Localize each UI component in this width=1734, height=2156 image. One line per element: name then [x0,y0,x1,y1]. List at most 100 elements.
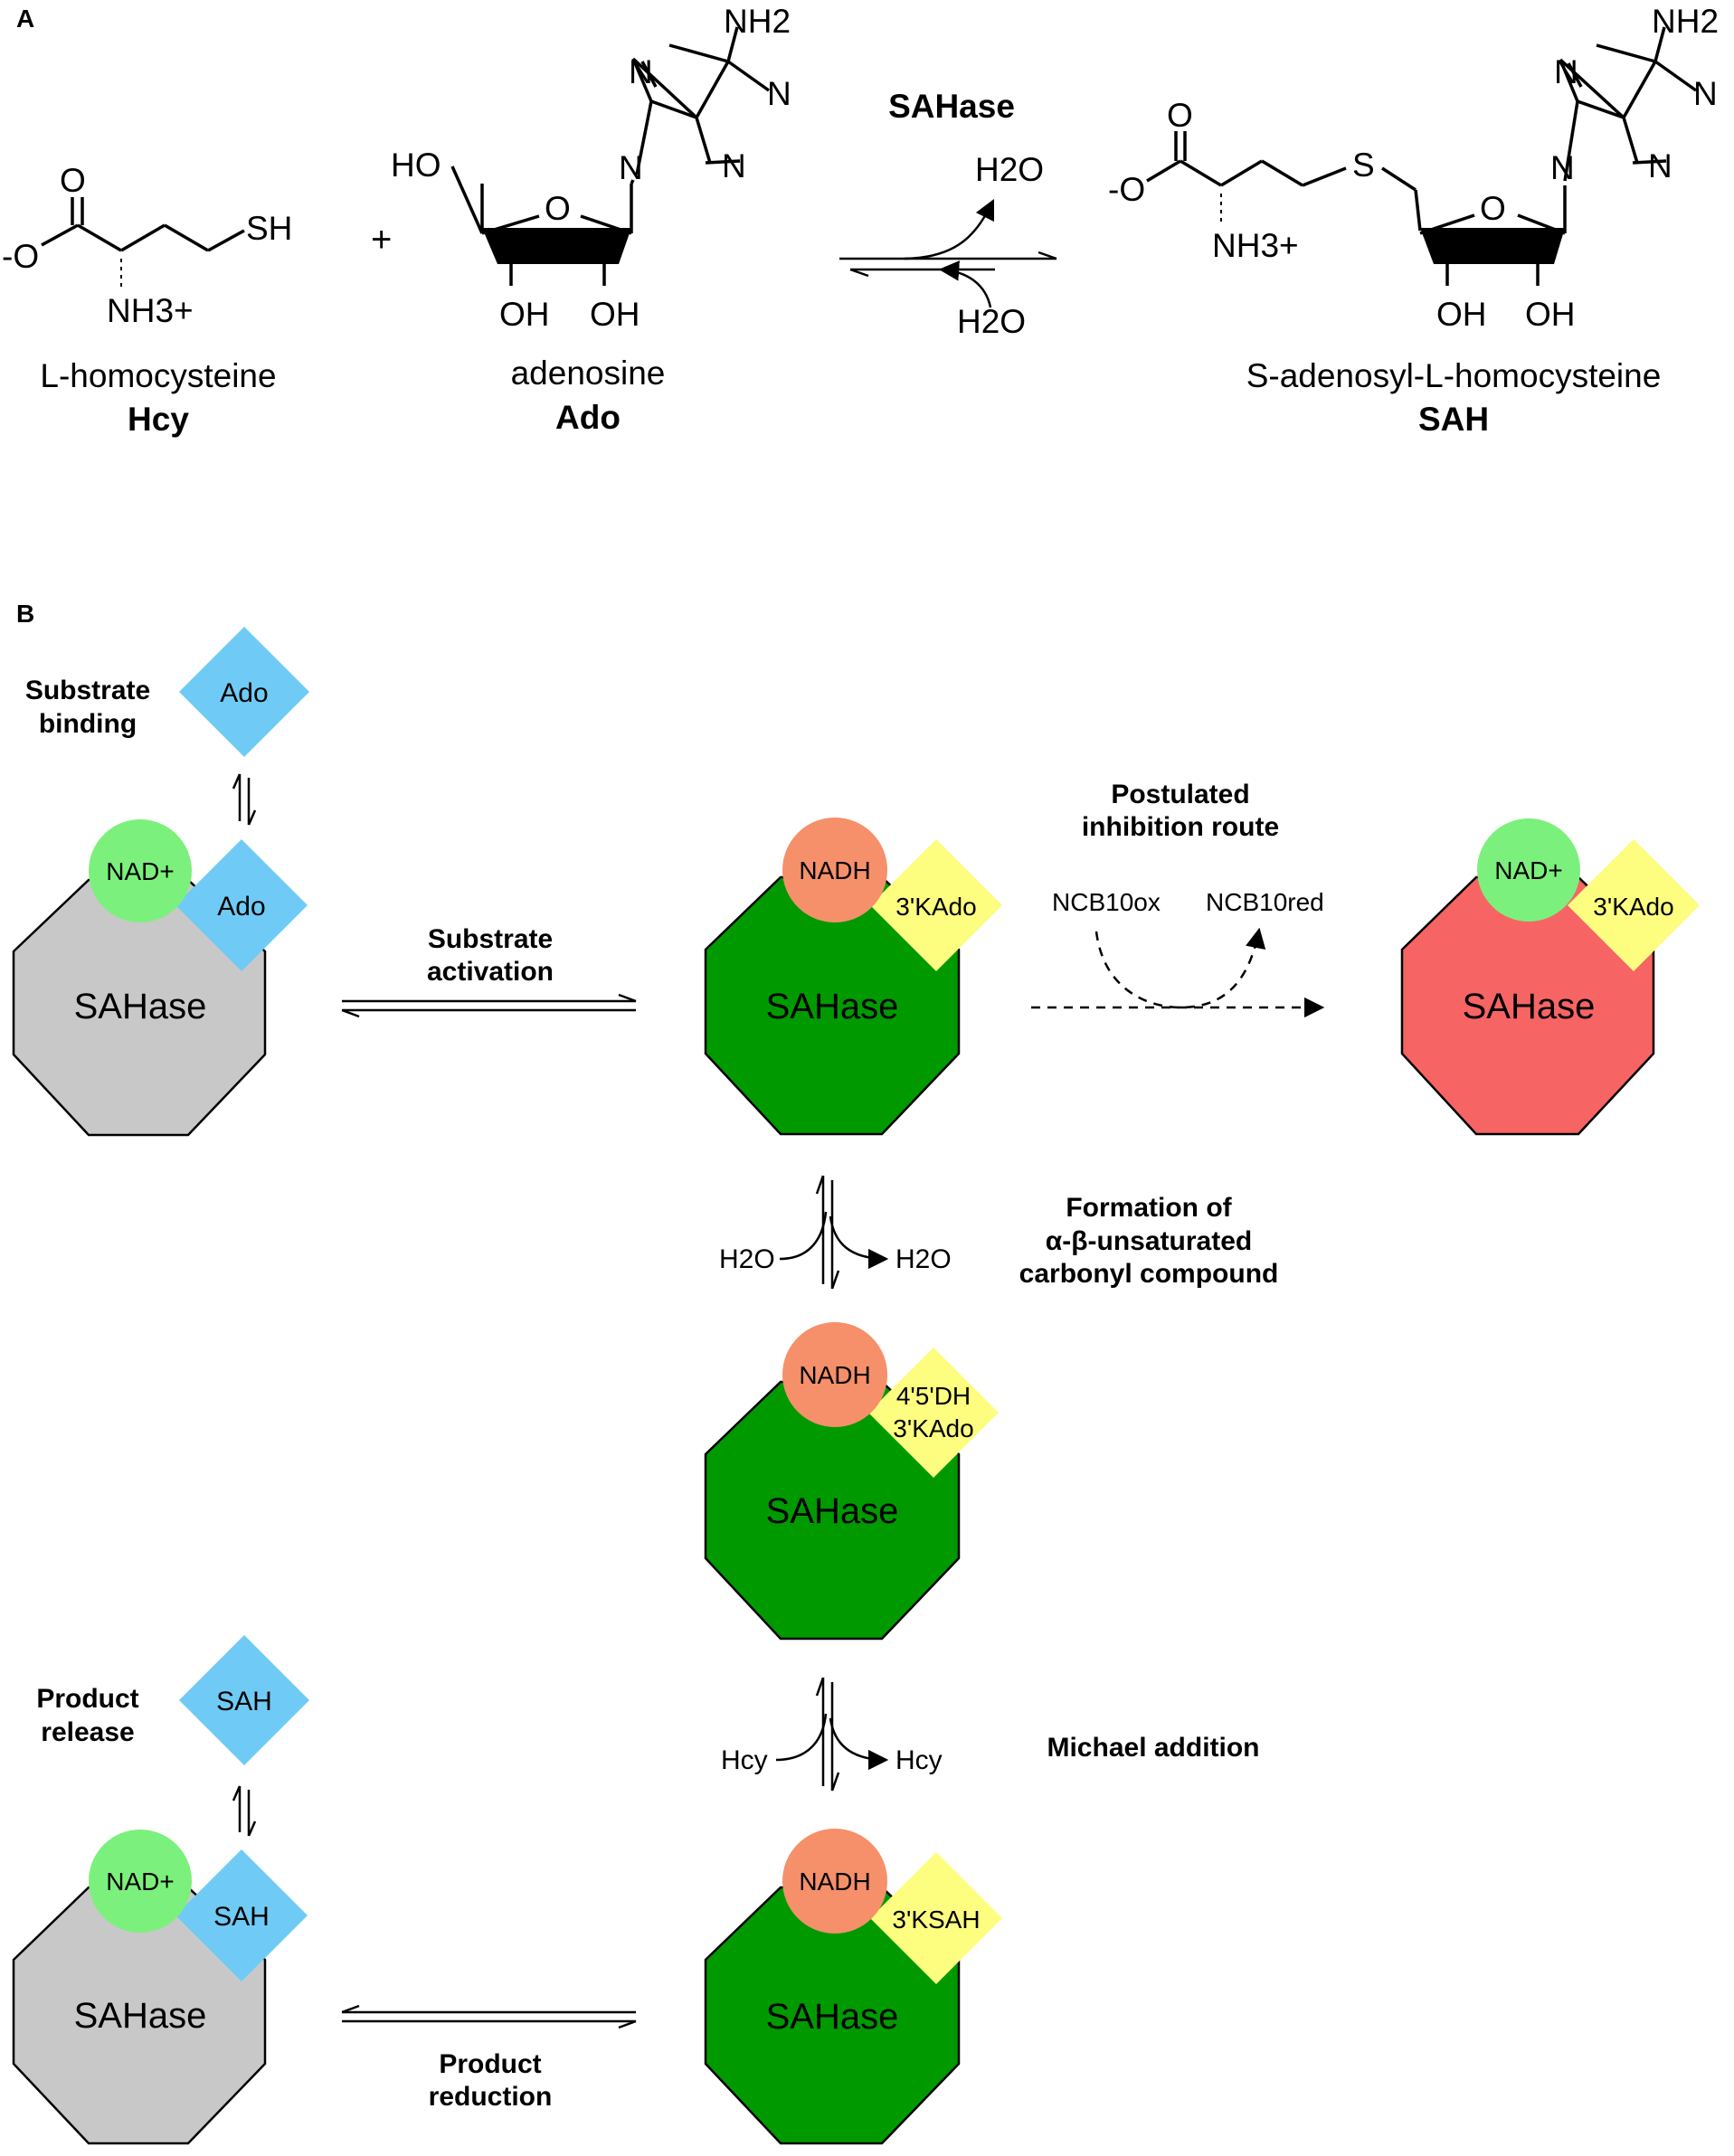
ado-abbr: Ado [555,399,621,436]
sah-nh2: NH2 [1652,3,1719,40]
sah-name: S-adenosyl-L-homocysteine [1246,357,1662,394]
step-product-reduction-2: reduction [429,2082,553,2112]
enzyme-green-label-3: SAHase [766,1997,899,2037]
activation-equilibrium-arrow [341,993,637,1018]
panel-b-label: B [16,600,34,628]
hcy-in: Hcy [721,1745,768,1775]
reduction-equilibrium-arrow [341,2004,637,2029]
ado-ho: HO [391,147,441,184]
plus-sign: + [371,220,392,260]
ado-nh2: NH2 [724,3,791,40]
ado-oh-3: OH [499,296,550,333]
water-released: H2O [975,151,1044,188]
hcy-o-minus: -O [2,238,39,275]
sah-o-double: O [1167,97,1193,134]
step-substrate-activation-2: activation [427,957,554,987]
step-formation-3: carbonyl compound [1019,1259,1279,1289]
ksah-label: 3'KSAH [892,1905,980,1934]
sah-o-minus: -O [1108,171,1145,208]
ado-free-diamond [179,627,309,757]
sah-n7: N [1554,53,1578,90]
ado-oh-2: OH [590,296,640,333]
formation-equilibrium-arrow [779,1175,889,1290]
water-in: H2O [719,1244,775,1274]
sah-n3: N [1648,147,1672,184]
release-equilibrium-arrow [232,1785,257,1837]
ado-name: adenosine [511,355,666,392]
ncb10-ox: NCB10ox [1052,888,1161,916]
step-substrate-activation-1: Substrate [428,924,553,954]
step-substrate-binding-1: Substrate [25,676,150,705]
ado-n3: N [722,147,746,184]
sah-n1: N [1693,75,1718,112]
reversible-reaction-arrow [839,198,1057,308]
kado-active-label: 3'KAdo [895,893,976,921]
step-inhibition-1: Postulated [1111,780,1249,809]
nad-plus-circle-2 [1477,818,1580,922]
ado-bound-diamond [175,839,308,971]
sah-nh3: NH3+ [1212,227,1299,264]
enzyme-green-label-2: SAHase [766,1491,899,1531]
step-product-release-1: Product [36,1684,138,1714]
sah-bound-label: SAH [213,1902,270,1932]
enzyme-gray-label: SAHase [74,987,207,1026]
hcy-name: L-homocysteine [40,357,276,394]
step-product-reduction-1: Product [439,2049,541,2079]
nadh-circle-1 [782,818,887,922]
enzyme-gray-label-2: SAHase [74,1996,207,2036]
step-substrate-binding-2: binding [39,709,137,739]
nadh-circle-2 [782,1322,887,1427]
enzyme-green-label-1: SAHase [766,987,899,1026]
sah-oh-3: OH [1436,296,1487,333]
hcy-structure [41,197,245,287]
water-added: H2O [957,303,1026,340]
kado-inhibited-label: 3'KAdo [1593,893,1673,921]
sah-oh-2: OH [1525,296,1576,333]
sahase-enzyme-label: SAHase [888,88,1015,125]
nad-plus-label-1: NAD+ [106,857,174,885]
binding-equilibrium-arrow [232,773,257,826]
nadh-circle-3 [782,1829,887,1934]
ado-ring-bold-edge [482,228,631,264]
nad-plus-label-2: NAD+ [1494,856,1562,884]
ado-n9: N [619,149,643,186]
sah-free-diamond [179,1635,309,1765]
sah-free-label: SAH [216,1687,272,1716]
hcy-abbr: Hcy [128,401,189,438]
ksah-diamond [870,1852,1002,1984]
sah-ring-o: O [1480,190,1506,227]
ado-bound-label: Ado [217,892,265,922]
michael-equilibrium-arrow [775,1677,889,1792]
step-formation-1: Formation of [1066,1193,1232,1223]
kado-active-diamond [870,839,1002,971]
dh-kado-label-2: 3'KAdo [893,1414,973,1442]
enzyme-red-label: SAHase [1463,987,1596,1026]
hcy-out: Hcy [895,1745,943,1775]
step-inhibition-2: inhibition route [1082,812,1279,842]
ado-n1: N [767,75,791,112]
sah-ring-bold-edge [1420,228,1565,264]
step-michael-addition: Michael addition [1047,1733,1259,1763]
sah-abbr: SAH [1418,401,1489,438]
ncb10-red: NCB10red [1206,888,1324,916]
nadh-label-1: NADH [799,856,870,884]
sah-n9: N [1550,149,1575,186]
nad-plus-circle-3 [89,1830,192,1933]
panel-a-label: A [16,5,34,33]
hcy-sh: SH [246,210,292,247]
step-formation-2: α-β-unsaturated [1046,1226,1252,1256]
ado-ring-o: O [545,190,571,227]
hcy-o-double: O [60,162,86,199]
kado-inhibited-diamond [1568,839,1700,971]
step-product-release-2: release [41,1717,134,1747]
nad-plus-circle [89,819,192,922]
nad-plus-label-3: NAD+ [106,1868,174,1896]
dh-kado-diamond [868,1348,999,1478]
ado-n7: N [629,53,653,90]
ado-free-label: Ado [220,678,268,708]
water-out: H2O [895,1244,952,1274]
nadh-label-3: NADH [799,1868,870,1896]
inhibition-dashed-arrow [1031,927,1325,1018]
dh-kado-label-1: 4'5'DH [896,1382,971,1410]
